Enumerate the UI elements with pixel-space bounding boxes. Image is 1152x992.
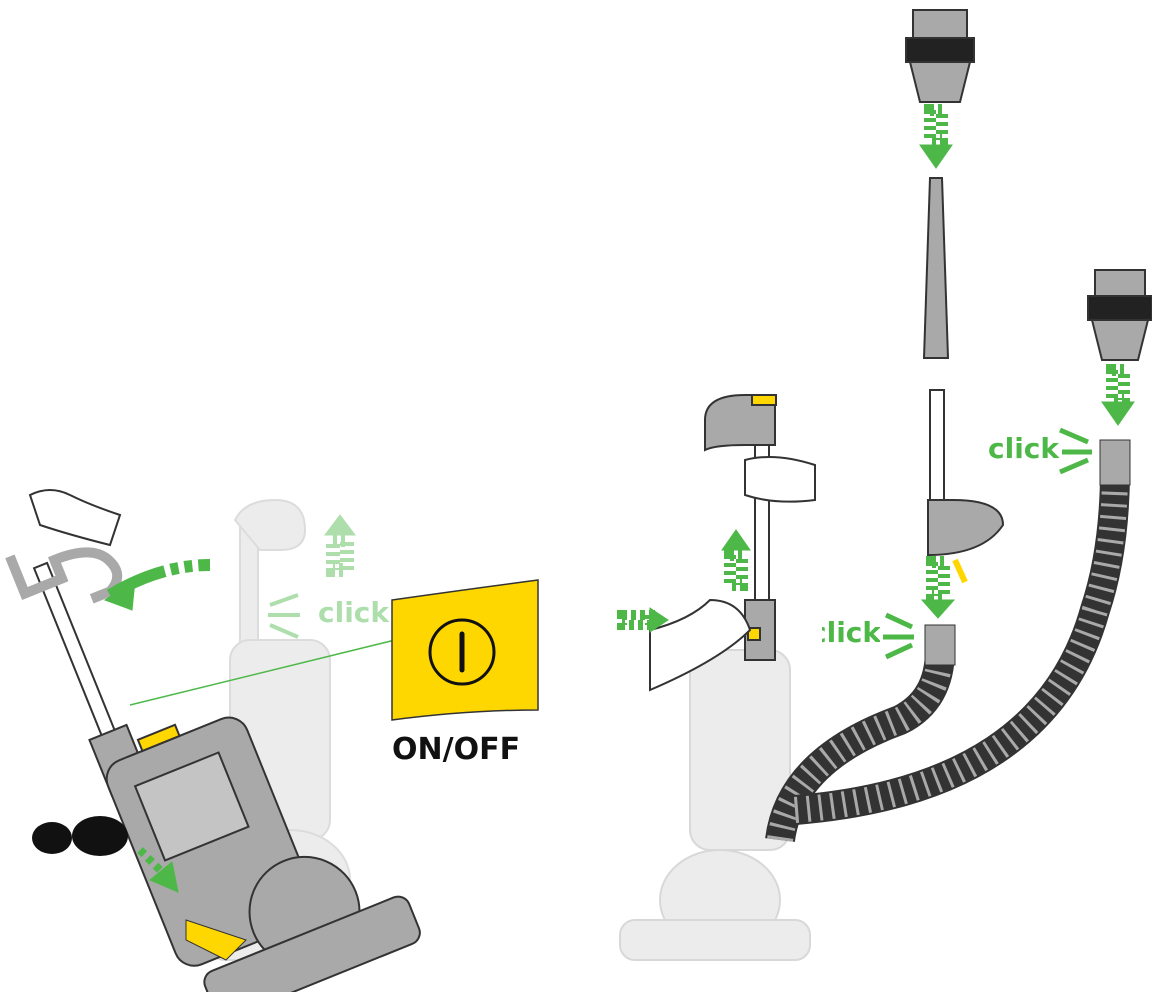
green-arrows-left [103, 514, 356, 893]
click-label-middle-clip: click [822, 616, 880, 656]
hose-1 [765, 649, 955, 843]
hand-icon [28, 489, 122, 547]
on-off-switch-panel [391, 579, 539, 721]
brush-tool-1 [905, 9, 975, 103]
ghost-vacuum-right [619, 649, 811, 961]
pedal [185, 919, 247, 961]
callout-line [129, 639, 396, 706]
footprint-icon [32, 816, 128, 856]
hose-connector-2 [1099, 439, 1131, 486]
on-off-label: ON/OFF [392, 732, 521, 767]
click-label-left: click [318, 596, 390, 629]
wand-handle [649, 394, 816, 692]
click-label-middle: click [822, 616, 880, 649]
power-icon [428, 618, 496, 686]
click-label-right: click [988, 432, 1060, 465]
extension-wand [922, 177, 1005, 584]
green-arrows-right [617, 104, 1135, 660]
hose-connector-1 [924, 624, 956, 666]
brush-tool-2 [1087, 269, 1152, 361]
tilted-vacuum [5, 547, 421, 992]
